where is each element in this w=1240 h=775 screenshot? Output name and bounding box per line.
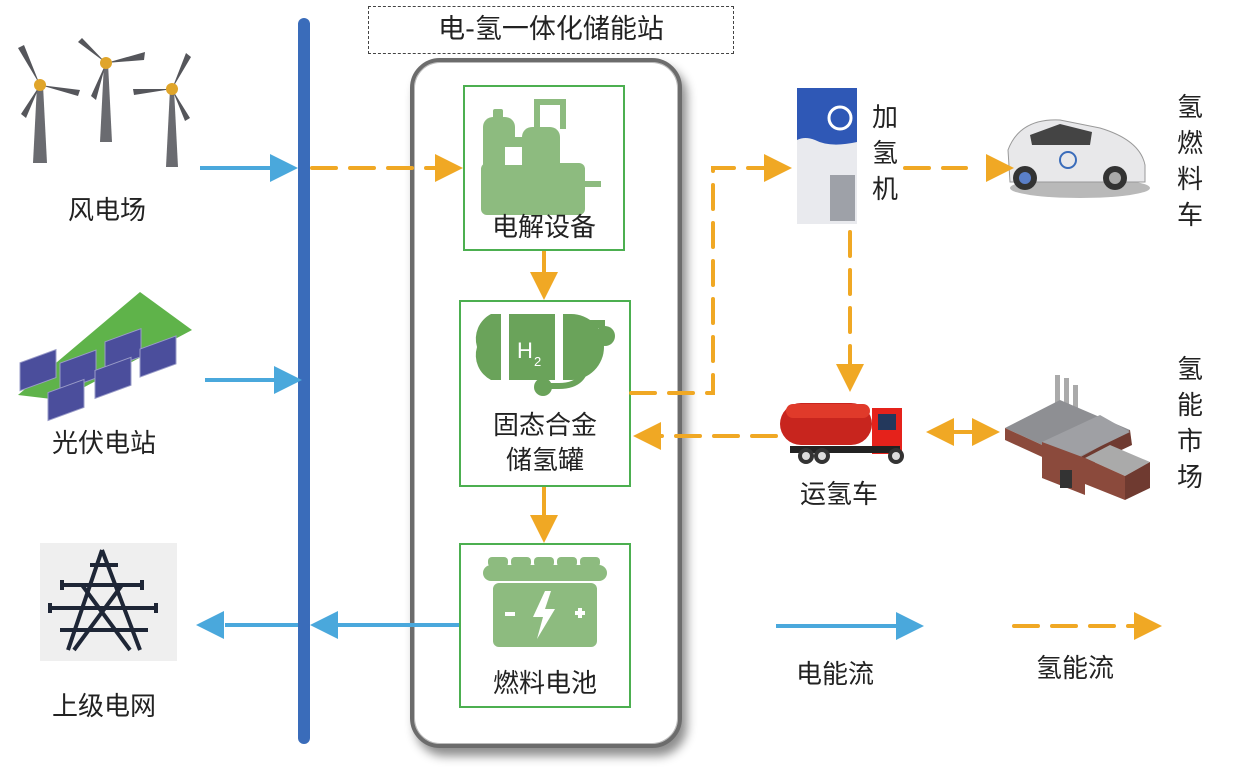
legend-hydrogen-label: 氢能流 bbox=[1036, 654, 1115, 684]
dispenser-to-car-arrowhead bbox=[986, 154, 1014, 182]
pv-to-bus-arrowhead bbox=[274, 366, 302, 394]
hydrogen-market-label: 氢能市场 bbox=[1176, 355, 1203, 493]
battery-icon bbox=[483, 557, 607, 647]
fuel-cell-unit[interactable]: 燃料电池 bbox=[459, 543, 631, 708]
truck-market-right-arrowhead bbox=[972, 418, 1000, 446]
bus-to-electrolyzer-arrowhead bbox=[435, 154, 463, 182]
dispenser-label: 加氢机 bbox=[871, 103, 898, 205]
bus-to-grid-arrowhead bbox=[196, 611, 224, 639]
electrolyzer-unit[interactable]: 电解设备 bbox=[463, 85, 625, 251]
hydrogen-storage-tank-unit[interactable]: H 2 固态合金 储氢罐 bbox=[459, 300, 631, 487]
tank-to-dispenser-arrowhead bbox=[764, 154, 792, 182]
legend-hydrogen-arrowhead bbox=[1134, 612, 1162, 640]
legend-electric-label: 电能流 bbox=[796, 660, 875, 690]
electrolyzer-icon bbox=[481, 99, 601, 215]
electrolyzer-label: 电解设备 bbox=[491, 213, 596, 243]
storage-label-line2: 储氢罐 bbox=[505, 446, 584, 476]
electrolyzer-to-tank-arrowhead bbox=[530, 272, 558, 300]
fuelcell-to-bus-arrowhead bbox=[310, 611, 338, 639]
tank-h-text: H bbox=[517, 338, 533, 363]
power-bus bbox=[298, 18, 310, 744]
fuel-cell-label: 燃料电池 bbox=[492, 669, 597, 699]
storage-label-line1: 固态合金 bbox=[492, 411, 597, 441]
hydrogen-tank-icon: H 2 bbox=[475, 314, 615, 396]
pv-station-label: 光伏电站 bbox=[52, 429, 157, 459]
legend-electric-arrowhead bbox=[896, 612, 924, 640]
tank-to-dispenser-line bbox=[629, 166, 766, 395]
tank-subscript-text: 2 bbox=[534, 354, 541, 369]
dispenser-to-truck-arrowhead bbox=[836, 364, 864, 392]
wind-to-bus-arrowhead bbox=[270, 154, 298, 182]
station-title: 电-氢一体化储能站 bbox=[368, 6, 734, 54]
tank-to-fuelcell-arrowhead bbox=[530, 515, 558, 543]
grid-label: 上级电网 bbox=[52, 692, 157, 722]
truck-label: 运氢车 bbox=[800, 480, 879, 510]
fcv-label: 氢燃料车 bbox=[1176, 93, 1203, 231]
truck-market-left-arrowhead bbox=[926, 418, 954, 446]
truck-to-tank-arrowhead bbox=[633, 422, 661, 450]
wind-farm-label: 风电场 bbox=[68, 196, 147, 226]
